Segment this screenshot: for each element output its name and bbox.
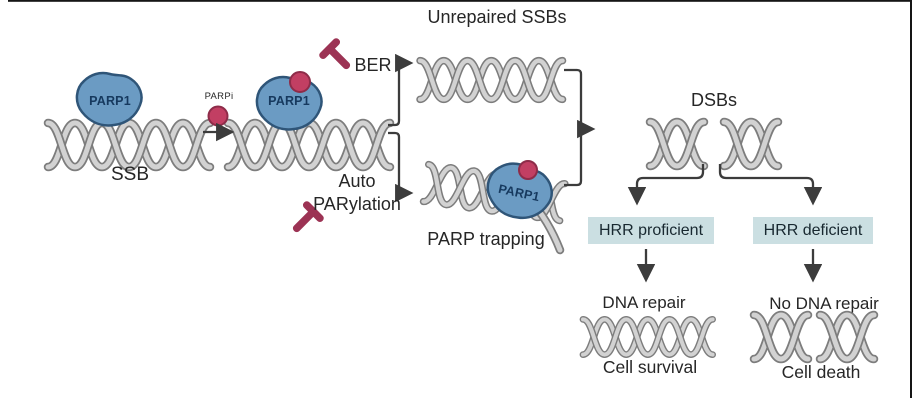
label-parp1-left: PARP1 — [89, 94, 131, 108]
label-parpi: PARPi — [204, 91, 234, 102]
hrr-proficient-box: HRR proficient — [588, 217, 714, 244]
label-hrr-proficient: HRR proficient — [598, 221, 704, 239]
label-unrepaired-ssbs: Unrepaired SSBs — [427, 7, 567, 27]
parp1-protein-middle — [255, 71, 323, 131]
label-ber: BER — [354, 55, 392, 75]
label-cell-death: Cell death — [781, 362, 861, 382]
label-no-dna-repair: No DNA repair — [769, 294, 879, 313]
label-dsbs: DSBs — [690, 90, 738, 110]
arrow-to-hrr-deficient — [718, 164, 823, 206]
flow-arrows — [203, 53, 823, 283]
label-parp-trapping: PARP trapping — [427, 229, 545, 249]
arrow-to-hrr-proficient — [627, 164, 705, 206]
label-auto-parylation-line2: PARylation — [313, 194, 401, 214]
label-ssb: SSB — [110, 164, 150, 185]
label-auto-parylation-line1: Auto — [338, 171, 376, 191]
dna-helix-repaired — [583, 319, 713, 354]
dna-helix-ssb — [48, 123, 210, 167]
parpi-molecule-icon — [207, 105, 229, 127]
label-parp1-middle: PARP1 — [268, 94, 310, 108]
arrow-to-parp-trapping — [388, 131, 414, 203]
hrr-deficient-box: HRR deficient — [753, 217, 873, 244]
arrow-to-unrepaired-ssbs — [388, 53, 414, 127]
label-dna-repair: DNA repair — [602, 293, 686, 312]
screenshot-edge-lines — [8, 0, 912, 398]
inhibition-tbar-ber-icon — [317, 36, 359, 78]
parpi-molecule-bound-icon — [289, 71, 311, 93]
dna-helix-unrepaired-ssbs — [420, 61, 563, 100]
parp1-protein-trapped — [480, 156, 559, 226]
label-hrr-deficient: HRR deficient — [763, 221, 863, 239]
dna-helix-not-repaired-broken — [754, 315, 874, 359]
label-cell-survival: Cell survival — [602, 357, 698, 377]
bracket-top-to-dsbs — [564, 68, 583, 125]
dna-helix-dsbs-broken — [650, 122, 778, 166]
dna-helix-parpi-bound — [228, 123, 390, 167]
parpi-molecule-trapped-icon — [518, 160, 538, 180]
bracket-bottom-to-dsbs — [564, 135, 583, 187]
